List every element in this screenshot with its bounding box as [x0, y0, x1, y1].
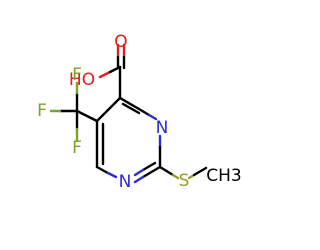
bond-c2-n3-double-inner	[141, 161, 157, 172]
fluorine-left-label: F	[37, 101, 47, 121]
ring-nitrogen-bottom-label: N	[119, 172, 132, 192]
bond-c5-c6-double-inner	[121, 102, 141, 115]
bond-c4-cf3	[75, 109, 99, 123]
fluorine-bottom-label: F	[72, 138, 82, 158]
bond-c2-n3-double-outer-b	[133, 175, 145, 184]
bond-c6-n1-b	[147, 113, 158, 121]
molecule-structure: HO O N N F F F S CH3	[37, 32, 242, 192]
bond-c5-c5a	[95, 96, 122, 123]
carbonyl-oxygen-label: O	[114, 32, 127, 52]
sulfur-label: S	[179, 171, 190, 191]
hydroxyl-label: HO	[69, 70, 95, 90]
atom-label-layer: HO O N N F F F S CH3	[37, 32, 242, 192]
fluorine-top-label: F	[72, 65, 82, 85]
ring-nitrogen-top-label: N	[156, 118, 169, 138]
bond-c6-n1	[137, 107, 151, 117]
bond-n3-c4	[104, 170, 118, 179]
bond-c2-n3-double-inner-b	[133, 168, 145, 177]
bond-carboxyl-hydroxyl	[98, 70, 112, 79]
bond-s-ch3-b	[192, 166, 208, 177]
bond-layer	[49, 43, 208, 184]
bond-n3-c4-b	[95, 165, 108, 174]
bond-carboxyl-hydroxyl-b	[108, 65, 122, 74]
methyl-label: CH3	[206, 166, 241, 186]
bond-c5-c6-double-outer	[118, 96, 141, 111]
bond-c2-s-b	[171, 173, 180, 180]
bond-c2-s	[158, 165, 175, 177]
bond-c2-n3-double-outer	[141, 165, 162, 179]
